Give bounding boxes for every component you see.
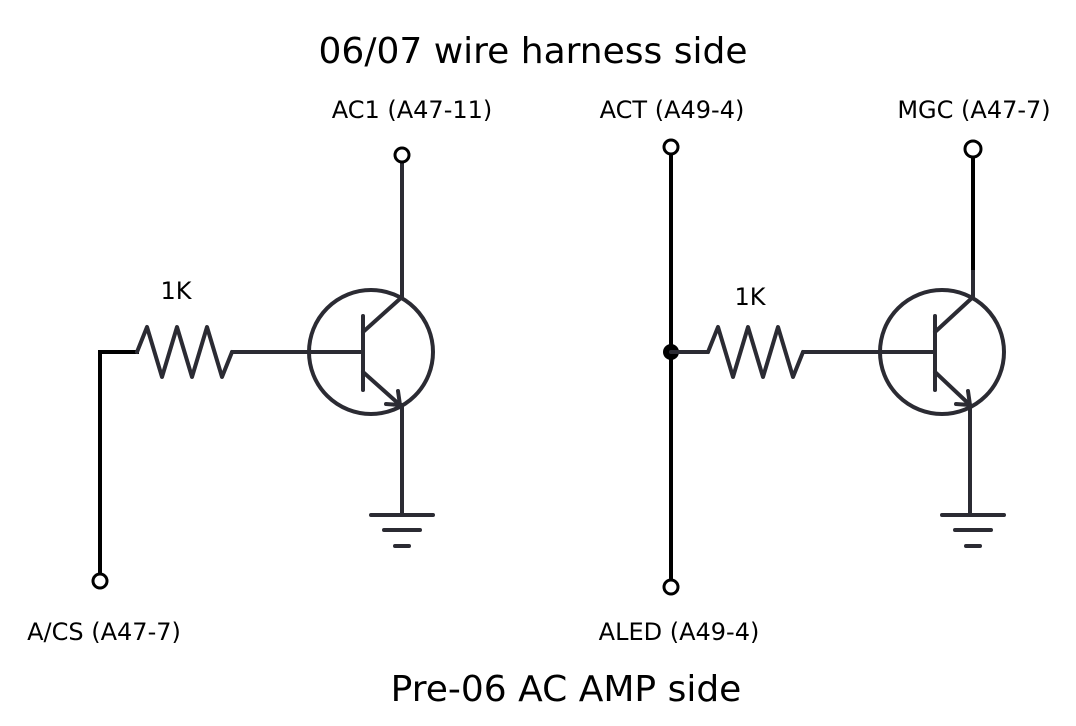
- label-mgc: MGC (A47-7): [897, 96, 1050, 124]
- wire-acs: [98, 350, 139, 578]
- terminal-aled[interactable]: [662, 578, 680, 596]
- resistor-right-value: 1K: [734, 283, 766, 311]
- label-acs: A/CS (A47-7): [27, 618, 181, 646]
- bottom-title: Pre-06 AC AMP side: [391, 669, 742, 710]
- terminal-mgc[interactable]: [963, 139, 983, 159]
- resistor-right: [706, 325, 805, 379]
- ground-right-icon: [940, 513, 1006, 548]
- transistor-right: [878, 288, 1006, 416]
- transistor-left: [307, 288, 435, 416]
- top-title: 06/07 wire harness side: [319, 31, 748, 72]
- resistor-left-value: 1K: [160, 277, 192, 305]
- resistor-left: [135, 325, 234, 379]
- label-act: ACT (A49-4): [600, 96, 745, 124]
- terminal-acs[interactable]: [91, 572, 109, 590]
- terminal-ac1[interactable]: [393, 146, 411, 164]
- ground-left-icon: [369, 513, 435, 548]
- terminal-act[interactable]: [662, 138, 680, 156]
- label-aled: ALED (A49-4): [599, 618, 760, 646]
- label-ac1: AC1 (A47-11): [332, 96, 493, 124]
